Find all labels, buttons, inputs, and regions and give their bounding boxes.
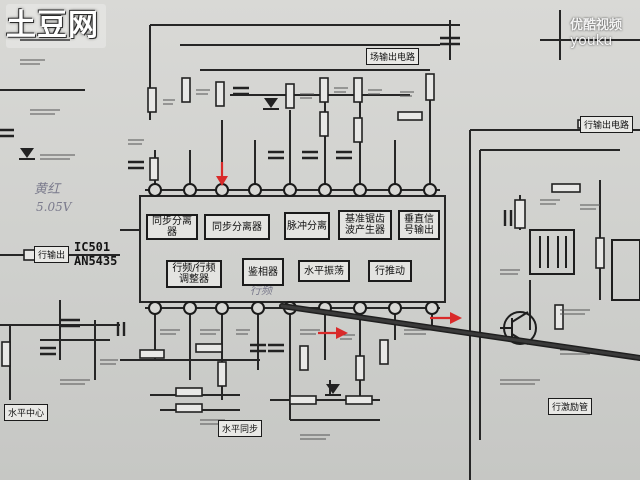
- tag-line-output-circuit: 行输出电路: [580, 116, 634, 133]
- ic-label: IC501 AN5435: [74, 240, 117, 268]
- youku-site-text: 优酷视频: [569, 18, 622, 33]
- youku-watermark: 优酷视频 youku: [570, 14, 622, 49]
- ic-ref: IC501: [74, 240, 111, 254]
- youku-brand-text: youku: [569, 33, 613, 49]
- block-vertical-output: 垂直信号输出: [398, 210, 440, 240]
- tudou-logo-text: 土豆网: [6, 8, 99, 43]
- handwritten-note-left: 黄红: [34, 182, 61, 197]
- pointer-stick: [279, 303, 640, 361]
- tag-horizontal-center: 水平中心: [4, 404, 49, 421]
- handwritten-value-left: 5.05V: [36, 200, 72, 214]
- ic-part-number: AN5435: [74, 254, 118, 268]
- tag-horizontal-sync: 水平同步: [218, 420, 263, 437]
- tag-field-output: 场输出电路: [366, 48, 420, 65]
- tag-line-driver: 行激励管: [548, 398, 593, 415]
- block-sawtooth-gen: 基准锯齿波产生器: [338, 210, 392, 240]
- block-sync-sep-1: 同步分离器: [146, 214, 198, 240]
- block-hfreq-adjust: 行频/行频调整器: [166, 260, 222, 288]
- block-sync-sep-2: 同步分离器: [204, 214, 270, 240]
- block-pulse-sep: 脉冲分离: [284, 212, 330, 240]
- tudou-logo: 土豆网: [6, 4, 106, 48]
- handwritten-note-mid: 行频: [250, 284, 272, 297]
- block-horizontal-osc: 水平振荡: [298, 260, 350, 282]
- tag-line-output: 行输出: [34, 246, 70, 263]
- block-phase-detector: 鉴相器: [242, 258, 284, 286]
- block-horizontal-drive: 行推动: [368, 260, 412, 282]
